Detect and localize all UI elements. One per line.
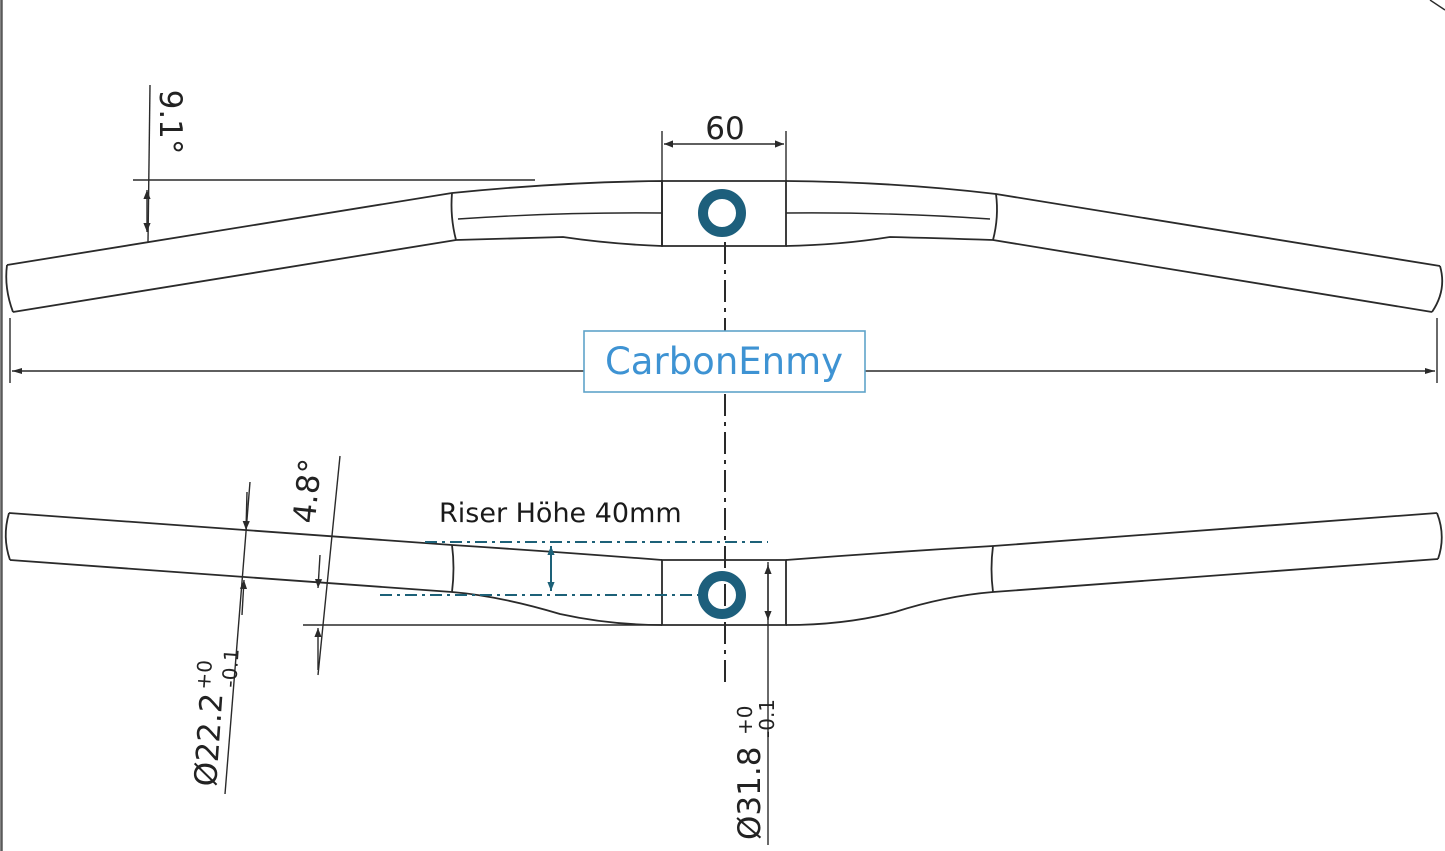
clamp-diameter-label: Ø31.8	[732, 747, 768, 840]
sweep-ext-line	[147, 84, 151, 243]
clamp-width-label: 60	[705, 111, 744, 147]
front-left-bar-outline	[8, 512, 663, 626]
sweep-angle-label: 9.1°	[152, 90, 188, 155]
grip-diameter-label: Ø22.2	[188, 692, 230, 788]
grip-tolerance-lower: -0.1	[217, 648, 244, 689]
front-right-bar-end	[1436, 512, 1443, 560]
top-right-transition	[992, 193, 998, 241]
brand-label: CarbonEnmy	[583, 330, 866, 393]
top-view: 60 9.1°	[5, 84, 1444, 383]
rise-angle-arrow-top	[314, 554, 323, 589]
top-left-bar-end	[5, 264, 14, 313]
front-left-transition	[451, 544, 455, 593]
front-right-transition	[990, 545, 994, 593]
clamp-tolerance-upper: +0	[733, 706, 757, 735]
riser-height-label: Riser Höhe 40mm	[439, 498, 682, 529]
front-mount-ring-icon	[698, 571, 746, 619]
top-left-transition	[450, 192, 457, 241]
grip-diameter-arrow-bottom	[239, 579, 248, 616]
clamp-tolerance-lower: -0.1	[755, 699, 779, 738]
brand-label-text: CarbonEnmy	[605, 340, 843, 383]
top-right-bar-outline	[785, 180, 1441, 313]
grip-diameter-arrow-top	[242, 491, 250, 531]
rise-angle-label: 4.8°	[287, 457, 330, 525]
rise-angle-ext-line	[317, 455, 341, 676]
top-left-bar-outline	[6, 180, 663, 313]
front-right-bar-outline	[785, 512, 1439, 626]
top-right-bar-end	[1431, 265, 1444, 313]
front-view: 4.8° Ø22.2 +0 -0.1 Ø31.8 +0 -0.1 Riser H…	[4, 455, 1443, 845]
top-right-inner-line	[785, 212, 991, 220]
top-mount-ring-icon	[698, 189, 746, 237]
page-corner-mark	[1429, 0, 1445, 11]
grip-tolerance-upper: +0	[191, 659, 217, 690]
front-left-bar-end	[4, 512, 11, 561]
brand-label-box	[583, 330, 866, 393]
grip-diameter-ext-line	[224, 481, 251, 795]
top-left-inner-line	[457, 212, 663, 220]
